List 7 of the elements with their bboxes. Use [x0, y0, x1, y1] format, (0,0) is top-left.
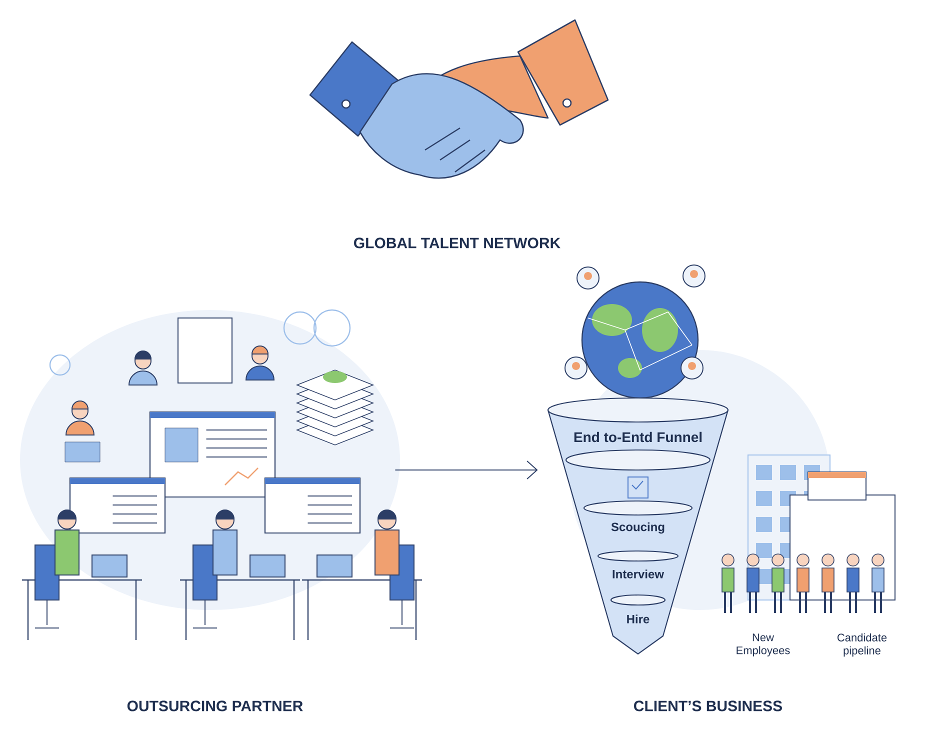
arrow: [394, 460, 538, 480]
office-team-drawing: [20, 309, 423, 641]
heading: CLIENT’S BUSINESS: [634, 700, 782, 712]
heading: OUTSURCING PARTNER: [127, 700, 303, 712]
caption: Candidate pipeline: [838, 633, 887, 657]
funnel: End to-Entd Funnel Scoucing Interview Hire: [547, 397, 729, 655]
heading: GLOBAL TALENT NETWORK: [354, 238, 560, 248]
